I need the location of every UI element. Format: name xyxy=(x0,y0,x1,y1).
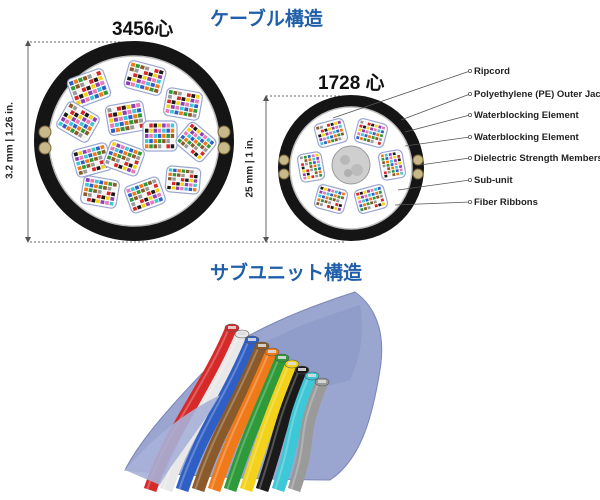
cable-3456-strength-members xyxy=(38,125,231,155)
cable-structure-title: ケーブル構造 xyxy=(210,8,323,30)
fiber-bundle xyxy=(255,367,309,493)
subunit xyxy=(313,184,349,214)
fiber-bundle xyxy=(287,379,329,493)
cable-1728-count: 1728 心 xyxy=(318,73,385,94)
legend-ripcord: Ripcord xyxy=(474,66,510,77)
subunit xyxy=(103,139,145,177)
fiber-bundle xyxy=(207,349,278,493)
subunit xyxy=(164,165,202,195)
cable-1728 xyxy=(278,95,424,241)
fiber-bundle xyxy=(271,373,319,493)
subunit-illustration xyxy=(124,291,383,493)
cable-3456-dimension-guides xyxy=(27,41,345,243)
subunit xyxy=(353,184,389,214)
cable-1728-subunits xyxy=(296,118,407,214)
cable-1728-central-waterblocking xyxy=(331,145,371,185)
subunit xyxy=(56,101,100,143)
subunit xyxy=(66,68,112,108)
fiber-bundle xyxy=(223,355,288,493)
subunit xyxy=(353,118,389,148)
subunit xyxy=(104,100,148,136)
legend-strength-members: Dielectric Strength Members xyxy=(474,153,600,164)
cable-3456-count: 3456心 xyxy=(112,19,174,40)
subunit xyxy=(80,175,120,209)
subunit xyxy=(377,149,407,181)
subunit xyxy=(124,176,166,214)
legend-waterblocking-2: Waterblocking Element xyxy=(474,132,579,143)
cable-3456-subunits xyxy=(56,60,217,214)
subunit xyxy=(175,121,217,163)
legend-outer-jacket: Polyethylene (PE) Outer Jacket xyxy=(474,89,600,100)
fiber-bundle xyxy=(191,343,268,493)
legend-leader-dots xyxy=(467,69,472,204)
subunit-structure-title: サブユニット構造 xyxy=(210,262,363,284)
legend-waterblocking-1: Waterblocking Element xyxy=(474,110,579,121)
subunit xyxy=(163,87,203,121)
legend-leader-lines xyxy=(332,70,471,206)
subunit xyxy=(142,120,178,152)
legend-subunit: Sub-unit xyxy=(474,175,513,186)
cable-1728-strength-members xyxy=(278,154,424,180)
subunit xyxy=(296,151,326,183)
subunit xyxy=(71,142,113,178)
fiber-bundle xyxy=(239,361,299,493)
fiber-bundle xyxy=(175,337,258,493)
cable-3456 xyxy=(34,41,234,241)
subunit xyxy=(123,60,167,96)
legend-fiber-ribbons: Fiber Ribbons xyxy=(474,197,538,208)
subunit xyxy=(313,118,349,148)
